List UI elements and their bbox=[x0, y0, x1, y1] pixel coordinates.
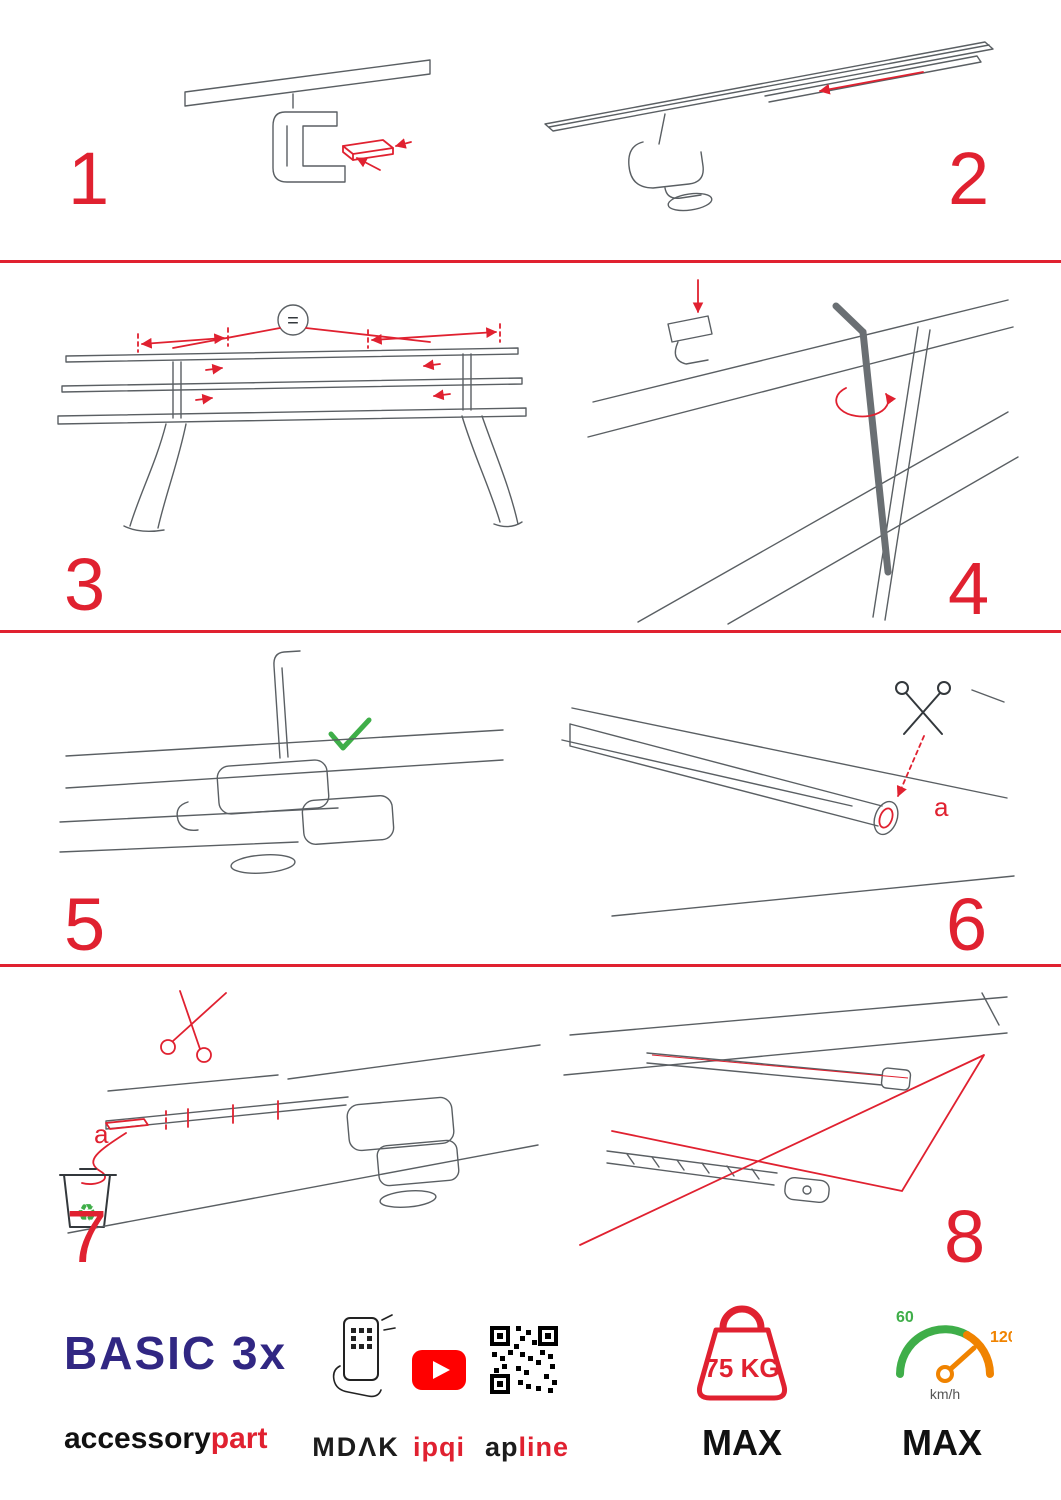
step-8-number: 8 bbox=[944, 1195, 986, 1278]
step-3-number: 3 bbox=[64, 543, 106, 626]
scissors-icon bbox=[160, 990, 227, 1063]
step-1-number: 1 bbox=[68, 137, 110, 220]
step-2-number: 2 bbox=[948, 137, 990, 220]
speedometer-icon: 60 120 km/h bbox=[896, 1309, 1012, 1402]
scissors-icon bbox=[895, 681, 951, 735]
step-5-illustration bbox=[59, 650, 504, 874]
step-8-illustration bbox=[563, 992, 1008, 1246]
step-7-number: 7 bbox=[66, 1195, 108, 1278]
step-2-illustration bbox=[544, 41, 994, 212]
clamp-drawing bbox=[628, 141, 704, 189]
rotation-arrow bbox=[835, 387, 897, 418]
recycle-icon: ♻ bbox=[76, 1200, 98, 1227]
brand-logo: accessorypart bbox=[64, 1422, 267, 1456]
weight-max-label: MAX bbox=[702, 1422, 782, 1463]
equals-badge: = bbox=[277, 304, 309, 336]
step-3-illustration: = bbox=[57, 304, 527, 533]
slide-arrow bbox=[818, 71, 924, 95]
step-4-number: 4 bbox=[948, 547, 990, 630]
clamp-drawing bbox=[272, 111, 346, 183]
speed-unit: km/h bbox=[930, 1386, 960, 1402]
partner-apline: apline bbox=[484, 1432, 570, 1463]
step-7-illustration: ♻ a bbox=[59, 990, 541, 1234]
equals-sign: = bbox=[287, 310, 299, 332]
dimension-right bbox=[367, 323, 501, 349]
brand-red: part bbox=[210, 1422, 268, 1455]
label-a: a bbox=[934, 792, 949, 822]
speed-tick-high: 120 bbox=[990, 1329, 1012, 1346]
cut-piece bbox=[105, 1118, 149, 1130]
weight-limit-value: 75 KG bbox=[704, 1353, 779, 1383]
insert-arrow-2 bbox=[394, 138, 412, 149]
bar-end-cap bbox=[873, 800, 899, 836]
brand-black: accessory bbox=[64, 1422, 211, 1455]
qr-code-icon bbox=[490, 1326, 558, 1394]
rubber-pad bbox=[342, 139, 394, 161]
label-a: a bbox=[94, 1119, 109, 1149]
step-4-illustration bbox=[587, 279, 1019, 625]
phone-qr-icon bbox=[332, 1314, 396, 1398]
divider bbox=[0, 964, 1061, 967]
step-6-illustration: a bbox=[561, 681, 1015, 917]
product-name: BASIC 3x bbox=[64, 1327, 288, 1379]
speed-tick-low: 60 bbox=[896, 1309, 914, 1326]
insert-arrow bbox=[356, 157, 381, 171]
partner-mdak: MDΛK bbox=[312, 1432, 400, 1462]
speed-max-label: MAX bbox=[902, 1422, 982, 1463]
t-bolt bbox=[784, 1176, 830, 1204]
step-5-number: 5 bbox=[64, 883, 106, 966]
divider bbox=[0, 260, 1061, 263]
weight-limit-icon: 75 KG bbox=[697, 1305, 787, 1401]
checkmark-icon bbox=[328, 717, 372, 751]
trash-icon bbox=[59, 1168, 117, 1228]
divider bbox=[0, 630, 1061, 633]
step-6-number: 6 bbox=[946, 883, 988, 966]
apline-black: ap bbox=[484, 1432, 519, 1462]
end-clamp bbox=[880, 1067, 912, 1091]
dimension-left bbox=[137, 327, 229, 353]
clamp-drawing bbox=[346, 1096, 455, 1152]
allen-key bbox=[832, 302, 892, 576]
partner-ipqi: ipqi bbox=[413, 1432, 465, 1462]
youtube-icon bbox=[412, 1350, 466, 1390]
step-1-illustration bbox=[184, 59, 431, 183]
apline-red: line bbox=[518, 1432, 570, 1462]
clamp-drawing bbox=[216, 759, 330, 815]
